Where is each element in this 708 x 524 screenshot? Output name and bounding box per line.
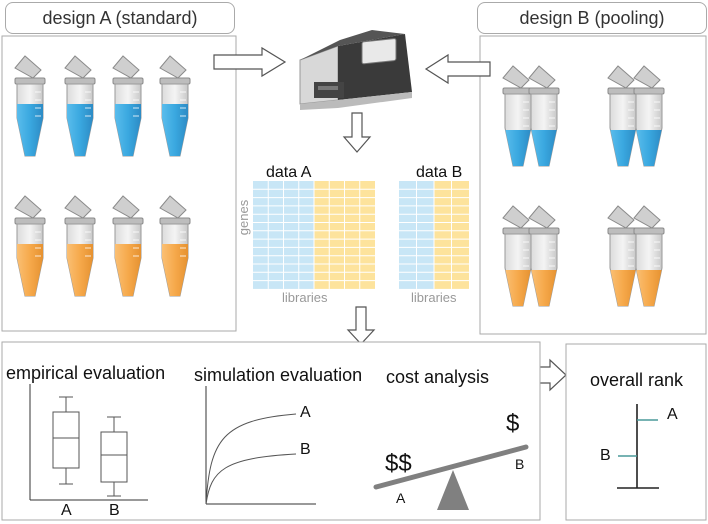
- data-a-table: [253, 181, 375, 289]
- boxplot-a: [52, 396, 80, 485]
- data-a-column: [329, 181, 345, 289]
- data-a-column: [359, 181, 375, 289]
- data-b-column: [399, 181, 417, 289]
- empirical-boxplot: [29, 384, 148, 501]
- design-a-title: design A (standard): [42, 7, 198, 28]
- evaluation-box: [1, 341, 541, 521]
- data-a-title: data A: [266, 164, 312, 181]
- data-a-column: [253, 181, 269, 289]
- curve-a: [205, 413, 297, 505]
- cost-low-label: $: [506, 410, 520, 437]
- cost-title: cost analysis: [386, 367, 490, 387]
- data-b-table: [399, 181, 469, 289]
- rank-axis: [617, 404, 659, 489]
- data-a-column: [283, 181, 299, 289]
- rank-label-a: A: [667, 406, 678, 423]
- sequencer-icon: [299, 30, 412, 110]
- empirical-label-a: A: [61, 502, 72, 519]
- arrow-a-to-sequencer: [213, 46, 287, 78]
- genes-label: genes: [236, 199, 252, 236]
- simulation-title: simulation evaluation: [194, 365, 363, 385]
- data-a-column: [344, 181, 360, 289]
- boxplot-b: [100, 416, 128, 497]
- data-b-column: [434, 181, 452, 289]
- design-b-title-box: design B (pooling): [477, 2, 707, 34]
- curve-b: [205, 453, 297, 505]
- cost-high-label: $$: [385, 450, 412, 477]
- overall-rank-title: overall rank: [590, 370, 684, 390]
- empirical-label-b: B: [109, 502, 120, 519]
- design-b-title: design B (pooling): [519, 7, 665, 28]
- simulation-plot: [205, 386, 316, 505]
- cost-balance-icon: [373, 444, 529, 510]
- arrow-data-to-evaluation: [346, 306, 376, 345]
- arrow-b-to-sequencer: [424, 53, 491, 85]
- data-b-libraries-label: libraries: [411, 290, 457, 305]
- empirical-title: empirical evaluation: [6, 363, 166, 383]
- cost-label-a: A: [396, 490, 406, 506]
- data-a-column: [268, 181, 284, 289]
- cost-label-b: B: [515, 456, 525, 472]
- data-a-column: [314, 181, 330, 289]
- arrow-sequencer-to-data: [342, 112, 372, 153]
- simulation-label-b: B: [300, 441, 311, 458]
- simulation-label-a: A: [300, 404, 311, 421]
- overall-rank-box: [565, 343, 707, 521]
- data-a-column: [298, 181, 314, 289]
- rank-label-b: B: [600, 447, 611, 464]
- data-b-column: [416, 181, 434, 289]
- data-b-title: data B: [416, 164, 463, 181]
- data-a-libraries-label: libraries: [282, 290, 328, 305]
- data-b-column: [451, 181, 469, 289]
- design-a-title-box: design A (standard): [5, 2, 235, 34]
